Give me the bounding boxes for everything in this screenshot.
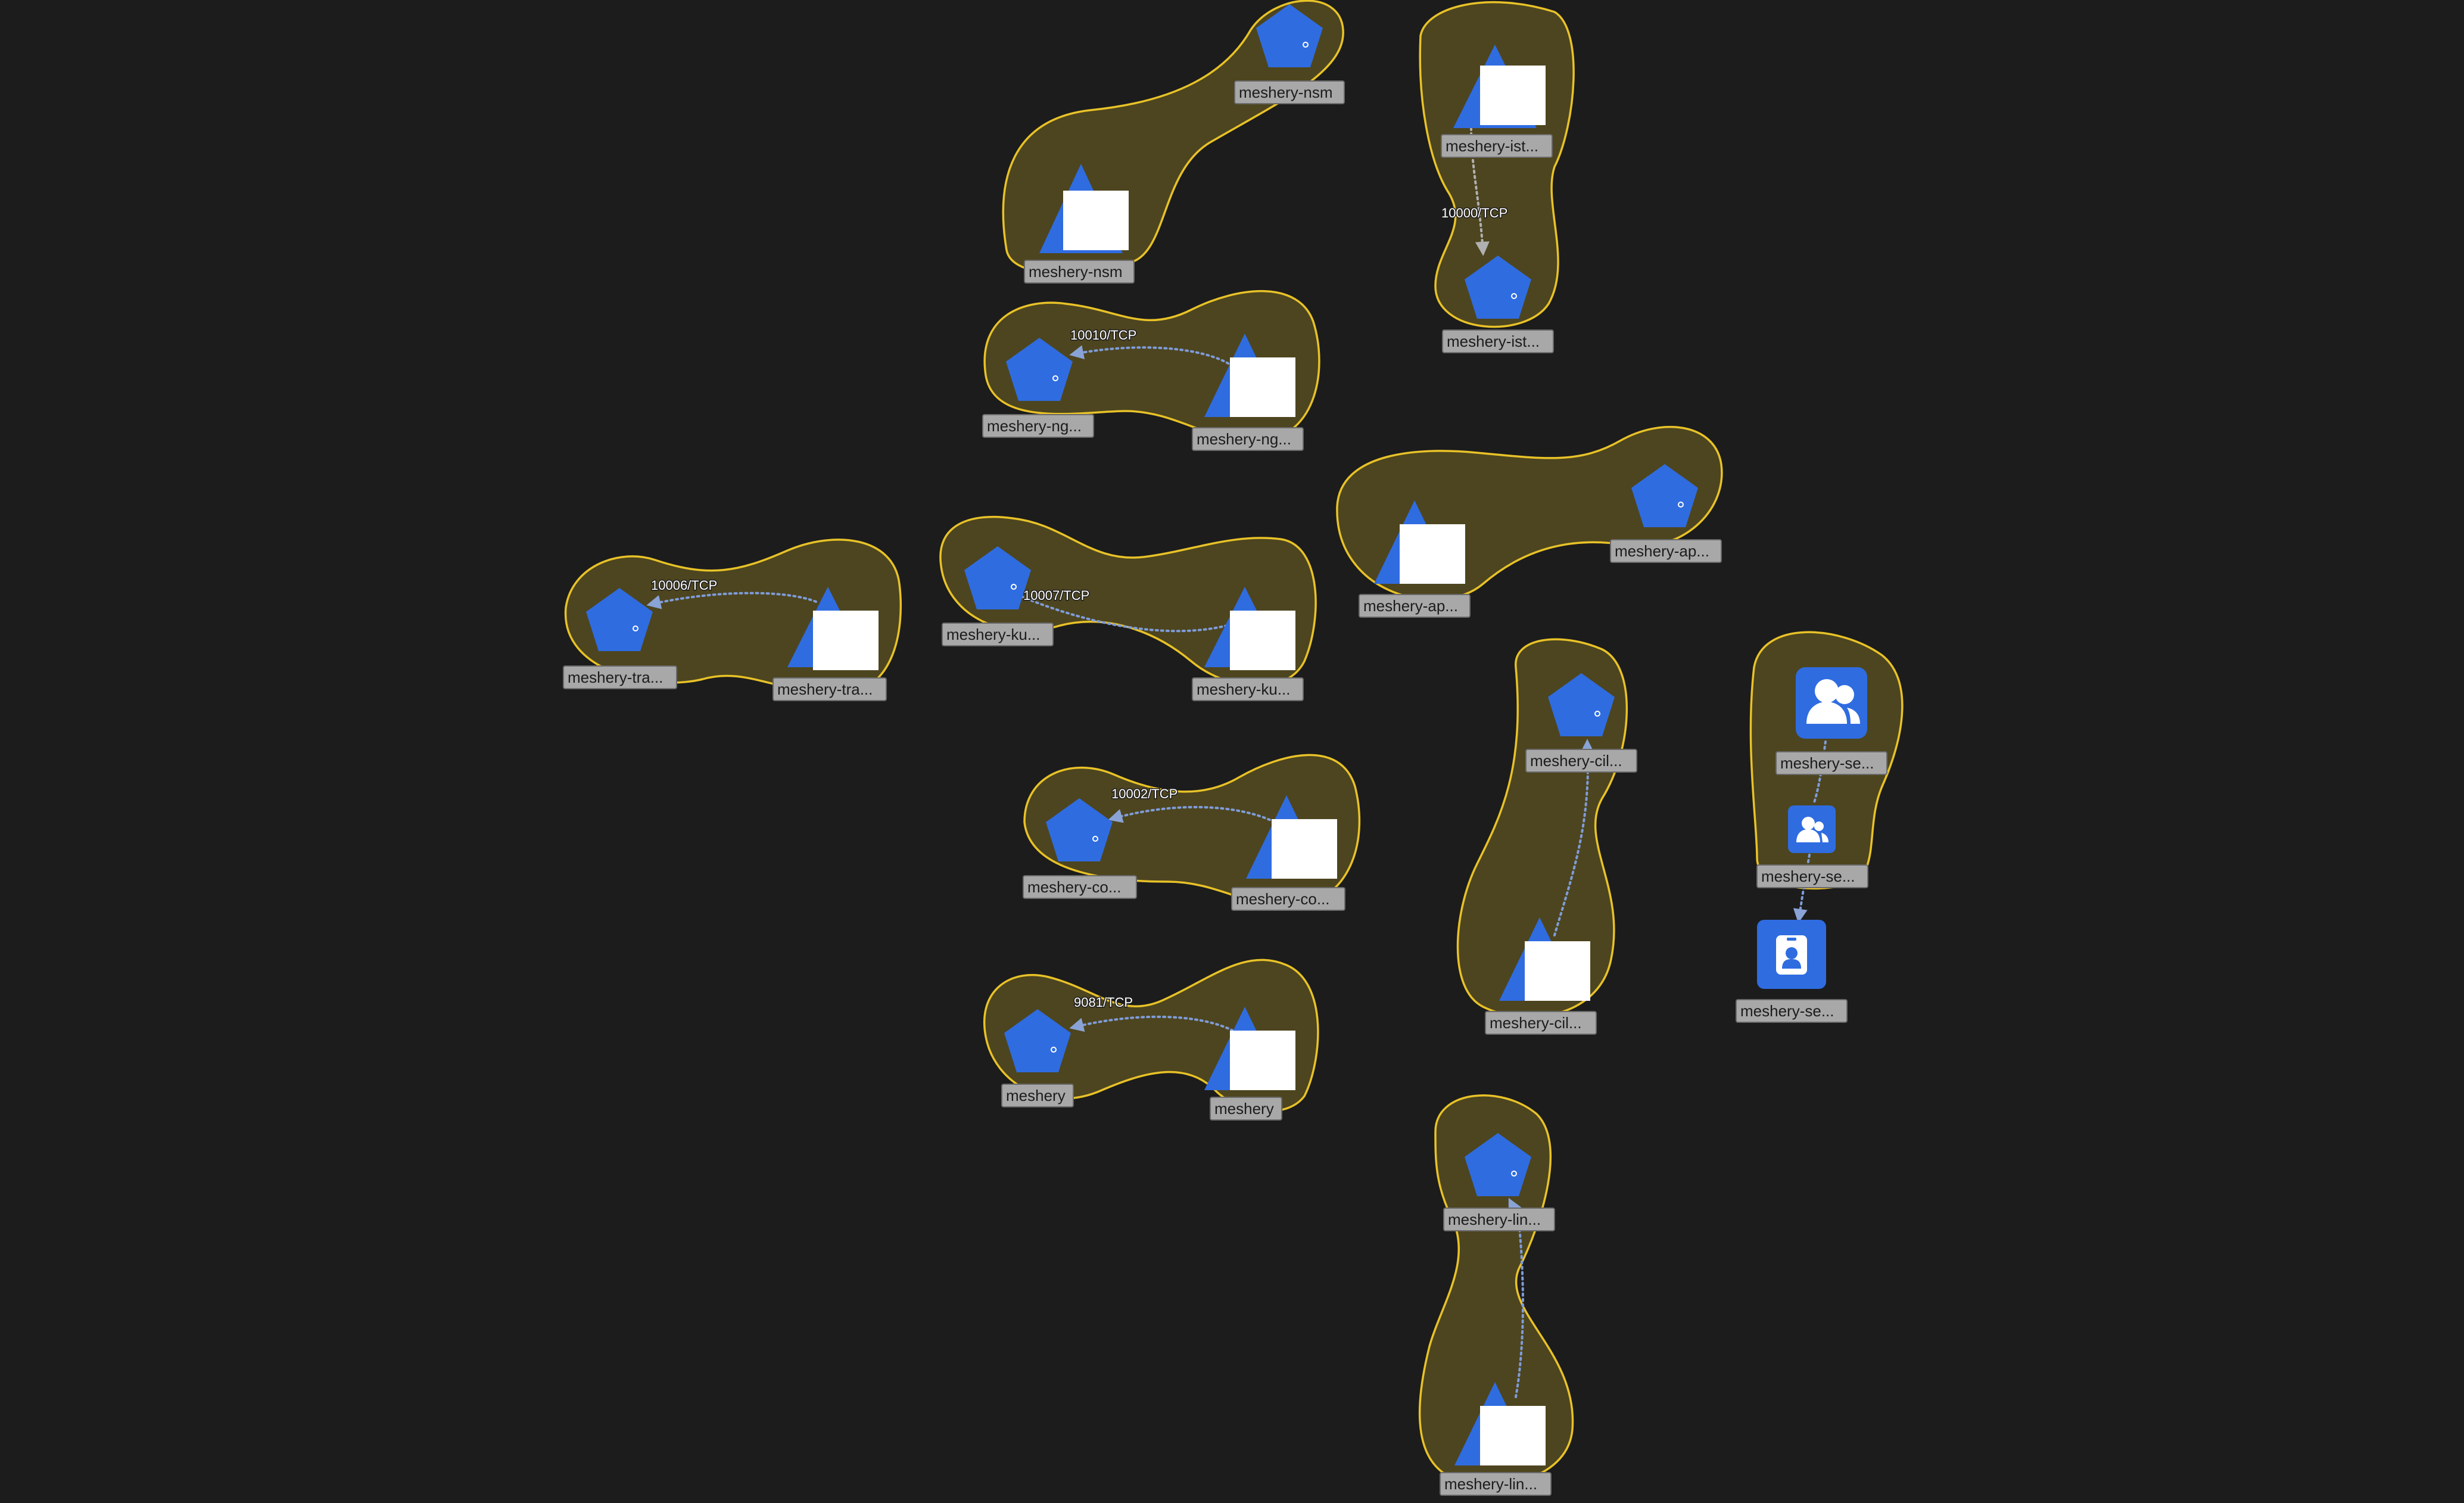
svg-text:meshery-ap...: meshery-ap... (1363, 597, 1458, 615)
svg-text:meshery-ng...: meshery-ng... (1197, 430, 1291, 448)
user-role-icon (1788, 805, 1836, 853)
label-traefik-deployment: meshery-tra... (772, 677, 887, 701)
node-nginx-service[interactable] (1006, 338, 1073, 401)
edge-istio[interactable] (1470, 127, 1490, 256)
pentagon-service-icon (1548, 673, 1615, 736)
svg-text:meshery-lin...: meshery-lin... (1444, 1475, 1537, 1493)
edge-label-meshery: 9081/TCP (1074, 995, 1133, 1010)
svg-text:meshery-co...: meshery-co... (1236, 890, 1330, 908)
svg-text:meshery-nsm: meshery-nsm (1239, 83, 1332, 101)
svg-text:meshery-cil...: meshery-cil... (1530, 752, 1622, 770)
svg-text:meshery-nsm: meshery-nsm (1029, 263, 1122, 281)
svg-text:meshery-se...: meshery-se... (1780, 754, 1874, 772)
label-linkerd-service: meshery-lin... (1443, 1208, 1555, 1231)
label-nsm-deployment: meshery-nsm (1024, 260, 1135, 284)
label-nginx-service: meshery-ng... (982, 414, 1094, 438)
svg-text:meshery-ist...: meshery-ist... (1447, 332, 1540, 350)
pentagon-service-icon (1004, 1009, 1071, 1072)
label-app-deployment: meshery-ap... (1359, 594, 1471, 618)
node-kuma-deployment[interactable] (1204, 587, 1295, 670)
label-istio-service: meshery-ist... (1442, 329, 1554, 353)
node-consul-deployment[interactable] (1246, 795, 1337, 879)
pentagon-service-icon (586, 588, 653, 651)
label-meshery-deployment: meshery (1210, 1097, 1282, 1121)
svg-text:meshery: meshery (1214, 1100, 1274, 1118)
label-nsm-service: meshery-nsm (1234, 80, 1345, 104)
pentagon-service-icon (1046, 798, 1113, 861)
svg-text:meshery-ku...: meshery-ku... (946, 626, 1041, 643)
edge-label-nginx: 10010/TCP (1070, 328, 1136, 343)
edge-traefik[interactable] (646, 592, 817, 609)
node-nsm-service[interactable] (1256, 4, 1323, 67)
node-kuma-service[interactable] (964, 546, 1031, 609)
edge-label-kuma: 10007/TCP (1023, 588, 1089, 603)
edge-kuma[interactable] (1011, 592, 1228, 633)
svg-text:meshery-ng...: meshery-ng... (987, 417, 1082, 435)
edge-label-istio: 10000/TCP (1441, 206, 1507, 220)
label-app-service: meshery-ap... (1610, 539, 1722, 563)
label-se-account: meshery-se... (1736, 999, 1848, 1023)
node-consul-service[interactable] (1046, 798, 1113, 861)
node-se-account[interactable] (1757, 920, 1826, 989)
node-se-role[interactable] (1788, 805, 1836, 853)
svg-text:meshery-lin...: meshery-lin... (1448, 1211, 1541, 1228)
edge-consul[interactable] (1108, 805, 1276, 823)
svg-text:meshery-ist...: meshery-ist... (1446, 137, 1538, 155)
label-consul-deployment: meshery-co... (1231, 887, 1345, 911)
svg-text:meshery-ap...: meshery-ap... (1615, 542, 1709, 560)
node-app-service[interactable] (1631, 464, 1698, 527)
label-se-role: meshery-se... (1756, 864, 1868, 888)
label-meshery-service: meshery (1001, 1084, 1074, 1107)
svg-text:meshery-se...: meshery-se... (1761, 867, 1855, 885)
edge-nginx[interactable] (1069, 345, 1234, 368)
node-nginx-deployment[interactable] (1204, 334, 1295, 417)
label-se-group: meshery-se... (1775, 751, 1887, 775)
node-nsm-deployment[interactable] (1039, 164, 1129, 253)
label-linkerd-deployment: meshery-lin... (1440, 1472, 1552, 1496)
label-nginx-deployment: meshery-ng... (1192, 427, 1304, 451)
edge-label-consul: 10002/TCP (1111, 786, 1178, 801)
pentagon-service-icon (964, 546, 1031, 609)
label-traefik-service: meshery-tra... (563, 665, 677, 689)
node-meshery-service[interactable] (1004, 1009, 1071, 1072)
edge-serviceaccount-2[interactable] (1793, 854, 1811, 923)
node-meshery-deployment[interactable] (1204, 1007, 1295, 1090)
label-kuma-deployment: meshery-ku... (1192, 677, 1304, 701)
edge-meshery[interactable] (1069, 1015, 1234, 1032)
label-kuma-service: meshery-ku... (942, 623, 1054, 646)
label-cilium-service: meshery-cil... (1525, 749, 1637, 773)
label-consul-service: meshery-co... (1023, 875, 1137, 899)
pentagon-service-icon (1465, 1133, 1531, 1196)
svg-text:meshery-tra...: meshery-tra... (568, 668, 663, 686)
node-cilium-deployment[interactable] (1499, 917, 1590, 1001)
edge-label-traefik: 10006/TCP (651, 578, 717, 593)
label-cilium-deployment: meshery-cil... (1485, 1011, 1597, 1035)
node-se-group[interactable] (1796, 667, 1867, 739)
svg-text:meshery-cil...: meshery-cil... (1490, 1014, 1582, 1032)
pentagon-service-icon (1465, 256, 1531, 319)
svg-text:meshery-ku...: meshery-ku... (1197, 680, 1291, 698)
node-linkerd-service[interactable] (1465, 1133, 1531, 1196)
node-traefik-service[interactable] (586, 588, 653, 651)
pentagon-service-icon (1256, 4, 1323, 67)
node-istio-deployment[interactable] (1453, 45, 1546, 128)
node-cilium-service[interactable] (1548, 673, 1615, 736)
svg-text:meshery: meshery (1006, 1087, 1066, 1104)
svg-text:meshery-se...: meshery-se... (1740, 1002, 1834, 1020)
label-istio-deployment: meshery-ist... (1441, 134, 1553, 158)
node-istio-service[interactable] (1465, 256, 1531, 319)
pentagon-service-icon (1006, 338, 1073, 401)
pentagon-service-icon (1631, 464, 1698, 527)
group-linkerd[interactable] (1418, 1094, 1574, 1486)
svg-text:meshery-co...: meshery-co... (1027, 878, 1122, 896)
node-app-deployment[interactable] (1374, 500, 1465, 584)
node-linkerd-deployment[interactable] (1454, 1382, 1546, 1465)
node-traefik-deployment[interactable] (787, 587, 879, 670)
svg-text:meshery-tra...: meshery-tra... (777, 680, 873, 698)
